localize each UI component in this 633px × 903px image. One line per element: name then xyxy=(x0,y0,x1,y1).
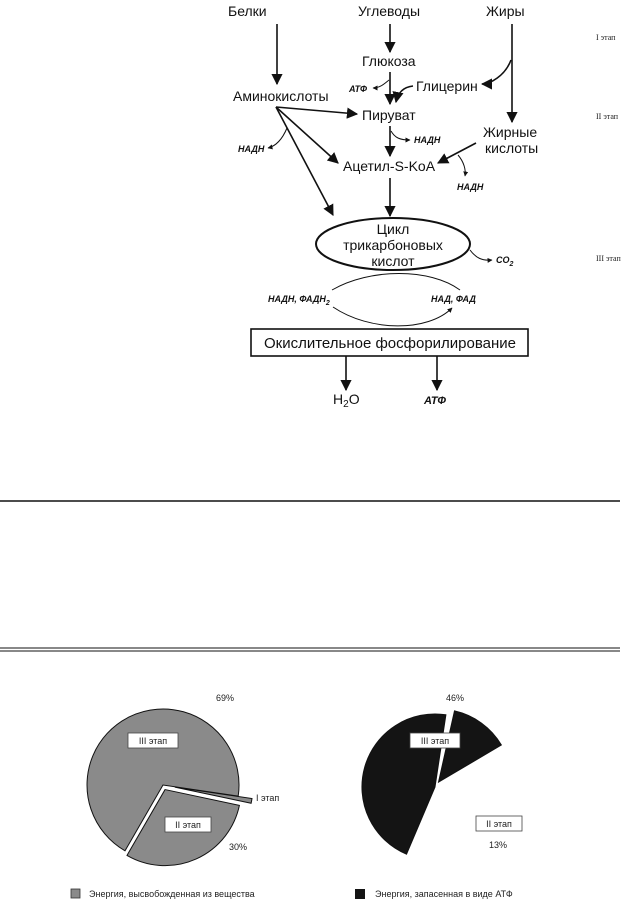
nad-fad-label: НАД, ФАД xyxy=(431,294,476,304)
water-h: H xyxy=(333,391,343,407)
co2-text: CO xyxy=(496,255,510,265)
pie2-tag-stage-3: III этап xyxy=(421,736,449,746)
amino-acids-label: Аминокислоты xyxy=(233,88,329,104)
tca-cycle-ellipse xyxy=(315,217,471,271)
fatty-acids-label-1: Жирные xyxy=(483,124,537,140)
pie2-tag-stage-2: II этап xyxy=(486,819,512,829)
pie-chart-released-energy xyxy=(86,708,253,867)
tca-co2-arrow xyxy=(469,249,493,263)
pie1-pct-stage-2: 30% xyxy=(229,842,247,852)
pyruvate-label: Пируват xyxy=(362,107,416,123)
nadh-oxidation-arc xyxy=(332,306,453,327)
glucose-atp-arrow xyxy=(372,79,390,91)
glucose-label: Глюкоза xyxy=(362,53,416,69)
pie1-tag-box-stage-2 xyxy=(164,816,212,833)
pie1-tag-box-stage-3 xyxy=(127,732,179,749)
co2-label: CO2 xyxy=(496,255,514,268)
atp-big-label: АТФ xyxy=(423,395,446,407)
atp-small-label: АТФ xyxy=(348,84,367,94)
amino-to-acetyl-arrow xyxy=(275,106,339,164)
amino-nadh-arrow xyxy=(267,127,288,150)
amino-to-tca-arrow xyxy=(275,106,334,216)
legend-atp-label: Энергия, запасенная в виде АТФ xyxy=(375,889,513,899)
legend-released-label: Энергия, высвобожденная из вещества xyxy=(89,889,255,899)
fatty-acids-label-2: кислоты xyxy=(485,140,538,156)
pie1-pct-stage-3: 69% xyxy=(216,693,234,703)
fatty-nadh-arrow xyxy=(457,154,469,177)
stage-1-label: I этап xyxy=(596,33,616,42)
pie1-tag-stage-3: III этап xyxy=(139,736,167,746)
nadh-label-amino: НАДН xyxy=(238,144,265,154)
carbs-label: Углеводы xyxy=(358,3,420,19)
nadh-fadh-text: НАДН, ФАДН xyxy=(268,294,326,304)
water-label: H2O xyxy=(333,391,360,410)
water-subscript: 2 xyxy=(343,399,349,410)
co2-subscript: 2 xyxy=(509,261,514,268)
legend-swatch-atp xyxy=(355,889,365,899)
tca-label-1: Цикл xyxy=(377,221,410,237)
proteins-label: Белки xyxy=(228,3,267,19)
nadh-fadh-subscript: 2 xyxy=(325,300,330,307)
glycerol-label: Глицерин xyxy=(416,78,478,94)
pie2-tag-box-stage-2 xyxy=(475,815,523,832)
stage-2-label: II этап xyxy=(596,112,619,121)
acetyl-coa-label: Ацетил-S-KoA xyxy=(343,158,436,174)
pie2-slice-stage-3 xyxy=(361,713,447,855)
legend-swatch-released xyxy=(70,888,81,899)
pie2-pct-stage-3: 46% xyxy=(446,693,464,703)
fatty-to-acetyl-arrow xyxy=(437,142,477,164)
ox-phos-box xyxy=(250,328,529,357)
pie2-tag-box-stage-3 xyxy=(409,732,461,749)
pie1-slice-stage-1 xyxy=(174,786,253,804)
tca-label-2: трикарбоновых xyxy=(343,237,443,253)
amino-to-pyruvate-arrow xyxy=(275,106,359,119)
stage-3-label: III этап xyxy=(596,254,621,263)
water-o: O xyxy=(349,391,360,407)
pie1-tag-stage-2: II этап xyxy=(175,820,201,830)
fats-label: Жиры xyxy=(486,3,525,19)
pie-chart-atp-energy xyxy=(361,710,503,855)
pie2-slice-stage-2 xyxy=(437,710,503,784)
nad-return-arc xyxy=(331,273,461,291)
nadh-label-pyruvate: НАДН xyxy=(414,135,441,145)
nadh-label-fatty: НАДН xyxy=(457,182,484,192)
fats-to-glycerol-arrow xyxy=(480,59,512,90)
glycerol-to-pyruvate-arrow xyxy=(392,85,414,104)
pyruvate-nadh-arrow xyxy=(390,130,411,143)
ox-phos-label: Окислительное фосфорилирование xyxy=(264,335,516,352)
pie1-slice-stage-3 xyxy=(86,708,240,852)
tca-label-3: кислот xyxy=(371,253,415,269)
pie2-pct-stage-2: 13% xyxy=(489,840,507,850)
nadh-fadh-label: НАДН, ФАДН2 xyxy=(268,294,330,307)
pie1-tag-stage-1: I этап xyxy=(256,793,279,803)
